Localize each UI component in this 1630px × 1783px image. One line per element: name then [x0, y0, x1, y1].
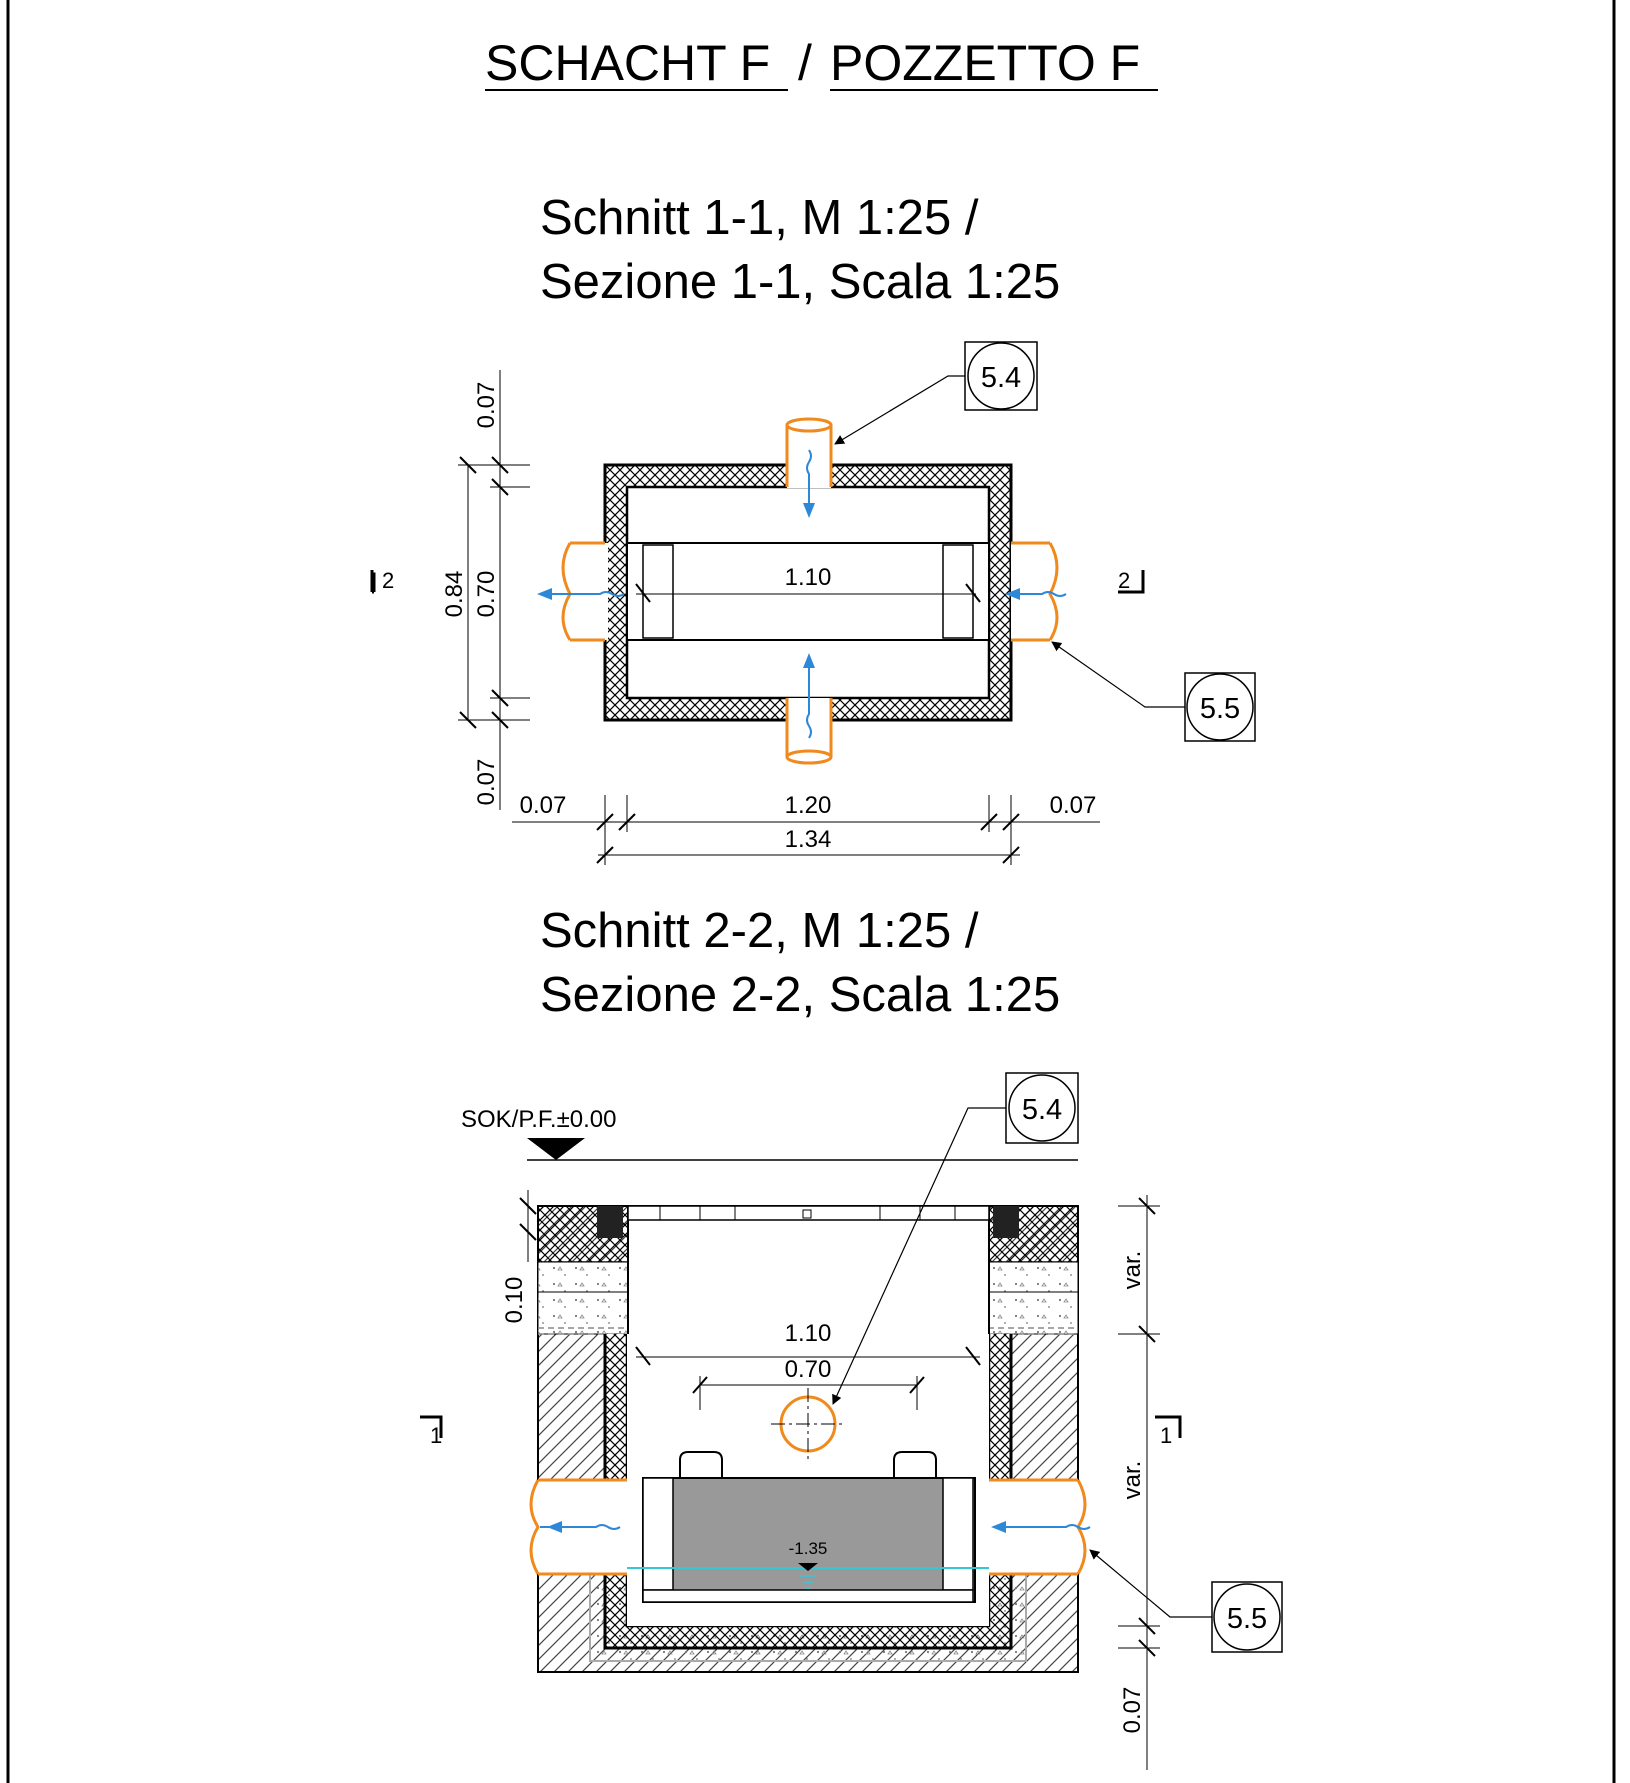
section-marker-2-right: 2 [1118, 568, 1145, 594]
vertical-dimensions: 0.07 0.84 0.70 0.07 [441, 370, 530, 810]
pipe-bottom [785, 653, 833, 765]
title-left: SCHACHT F [485, 35, 770, 91]
reference-5-5-b: 5.5 [1089, 1549, 1283, 1653]
channel [626, 542, 990, 641]
cover-frame-right [993, 1206, 1019, 1238]
horizontal-dimensions: 0.07 1.20 0.07 1.34 [512, 792, 1100, 865]
dim-right-wall: 0.07 [1050, 792, 1097, 819]
svg-text:1: 1 [430, 1423, 442, 1448]
dim-top-wall: 0.07 [473, 382, 500, 429]
ref-5-5-b-label: 5.5 [1227, 1603, 1267, 1635]
section-2-elevation: SOK/P.F.±0.00 [420, 1072, 1283, 1770]
section-marker-1-right: 1 [1155, 1415, 1182, 1448]
slab-dimension: 0.10 [501, 1190, 537, 1324]
pipe-right [1005, 541, 1067, 642]
ground-level-label: SOK/P.F.±0.00 [461, 1106, 616, 1133]
title-separator: / [798, 35, 812, 91]
pipe-right-elevation [989, 1478, 1091, 1576]
pipe-top [785, 417, 833, 518]
pipe-center [771, 1388, 845, 1460]
title-right: POZZETTO F [830, 35, 1140, 91]
cover-frame-left [597, 1206, 623, 1238]
dim-inner-height: 0.70 [473, 571, 500, 618]
reference-5-5: 5.5 [1051, 641, 1256, 742]
dim-bottom-wall: 0.07 [473, 759, 500, 806]
dim-outer-height: 0.84 [441, 571, 468, 618]
dim-channel: 1.10 [785, 564, 832, 591]
section-2-heading-line1: Schnitt 2-2, M 1:25 / [540, 904, 979, 958]
ref-5-4-label: 5.4 [981, 362, 1021, 394]
svg-text:1: 1 [1160, 1423, 1172, 1448]
dim-var-top: var. [1119, 1251, 1146, 1290]
ref-5-5-label: 5.5 [1200, 693, 1240, 725]
sheet-frame [6, 0, 1616, 1783]
ground-level-triangle [527, 1138, 585, 1160]
reference-5-4: 5.4 [834, 341, 1038, 445]
pipe-left [537, 541, 625, 642]
right-vertical-dimensions: var. var. 0.07 [1118, 1195, 1160, 1770]
section-1-plan: 1.10 [370, 341, 1256, 865]
section-marker-1-left: 1 [420, 1415, 443, 1448]
reference-5-4-b: 5.4 [832, 1072, 1079, 1405]
section-1-heading-line1: Schnitt 1-1, M 1:25 / [540, 191, 979, 245]
page-title: SCHACHT F / POZZETTO F [485, 35, 1158, 91]
pipe-left-elevation [529, 1478, 627, 1576]
section-2-heading-line2: Sezione 2-2, Scala 1:25 [540, 968, 1060, 1022]
ref-5-4-b-label: 5.4 [1022, 1094, 1062, 1126]
dim-channel-2: 1.10 [785, 1320, 832, 1347]
water-level-label: -1.35 [789, 1539, 828, 1558]
svg-text:2: 2 [1118, 568, 1130, 593]
dim-left-wall: 0.07 [520, 792, 567, 819]
dim-outer-width: 1.34 [785, 826, 832, 853]
dim-pipe-span: 0.70 [785, 1356, 832, 1383]
dim-inner-width: 1.20 [785, 792, 832, 819]
grating-cover [627, 1205, 990, 1221]
dim-bottom-2: 0.07 [1119, 1687, 1146, 1734]
section-1-heading-line2: Sezione 1-1, Scala 1:25 [540, 255, 1060, 309]
section-marker-2-left: 2 [370, 568, 394, 594]
svg-text:0.10: 0.10 [501, 1277, 528, 1324]
svg-text:2: 2 [382, 568, 394, 593]
dim-var-mid: var. [1119, 1461, 1146, 1500]
